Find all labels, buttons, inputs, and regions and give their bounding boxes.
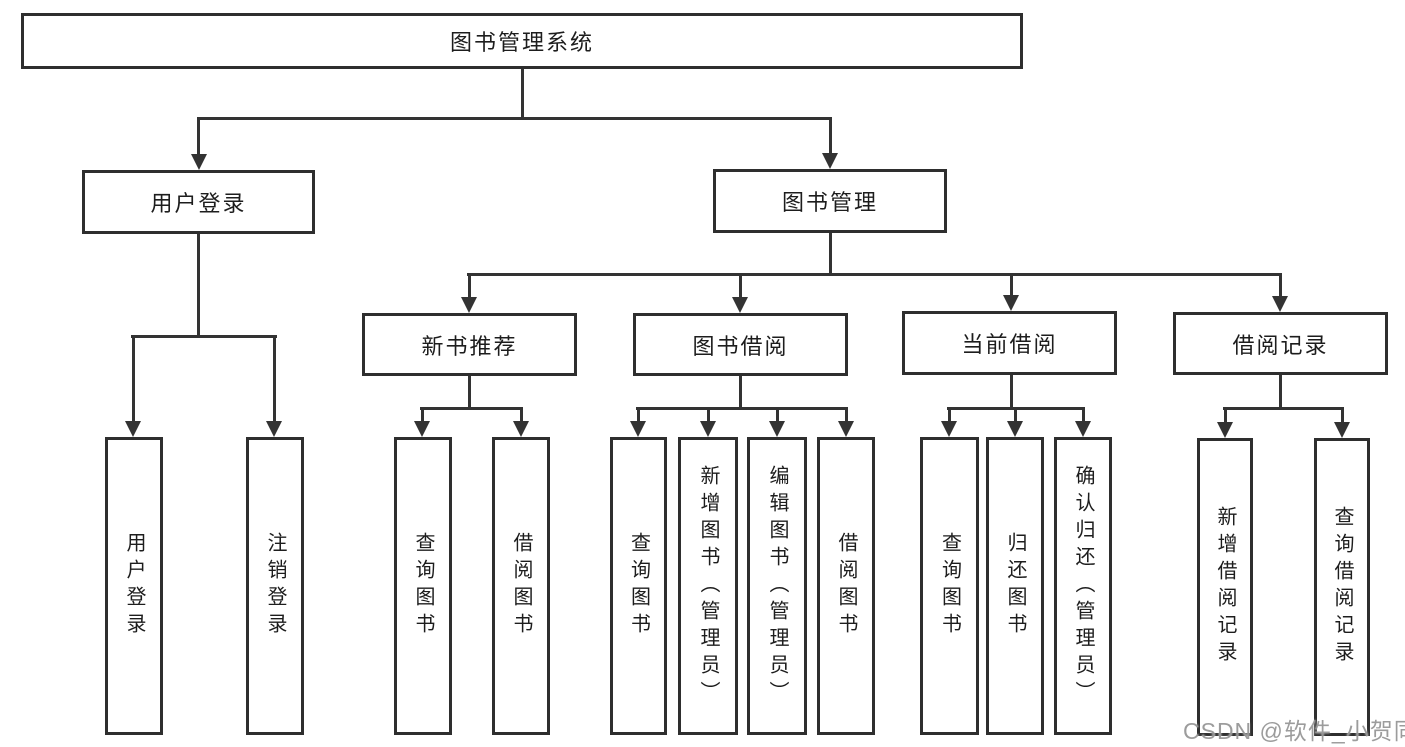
node-current-borrow-label: 当前借阅 (961, 332, 1058, 357)
arrow-head-icon (1003, 295, 1019, 311)
arrow-shaft (829, 117, 832, 153)
arrow-head-icon (191, 154, 207, 170)
arrow-head-icon (822, 153, 838, 169)
arrow-shaft (1341, 407, 1344, 422)
arrow-head-icon (266, 421, 282, 437)
node-book-management-label: 图书管理 (781, 190, 878, 215)
node-current-borrow: 当前借阅 (902, 311, 1117, 375)
leaf-newbooks-query: 查询图书 (394, 437, 452, 735)
leaf-borrow-edit-admin-label: 编辑图书（管理员） (766, 464, 788, 708)
arrow-head-icon (1272, 296, 1288, 312)
leaf-borrow-query-label: 查询图书 (627, 532, 650, 640)
arrow-shaft (1014, 407, 1017, 421)
node-new-book-recommend: 新书推荐 (362, 313, 577, 376)
arrow-head-icon (769, 421, 785, 437)
arrow-head-icon (1075, 421, 1091, 437)
connector-stem-root (521, 69, 524, 118)
connector-stem-borrow (739, 376, 742, 409)
connector-rail-user-login (131, 335, 277, 338)
leaf-borrow-add-admin-label: 新增图书（管理员） (697, 464, 719, 708)
arrow-head-icon (1007, 421, 1023, 437)
arrow-shaft (273, 335, 276, 421)
arrow-shaft (707, 407, 710, 421)
leaf-logout: 注销登录 (246, 437, 304, 735)
node-borrow-records: 借阅记录 (1173, 312, 1388, 375)
leaf-records-query: 查询借阅记录 (1314, 438, 1370, 736)
arrow-shaft (197, 117, 200, 154)
leaf-current-return-label: 归还图书 (1004, 532, 1026, 640)
arrow-shaft (421, 407, 424, 421)
node-borrow-records-label: 借阅记录 (1232, 332, 1329, 358)
leaf-user-login-label: 用户登录 (123, 532, 145, 640)
arrow-shaft (948, 407, 951, 421)
arrow-head-icon (732, 297, 748, 313)
arrow-shaft (739, 273, 742, 297)
leaf-borrow-add-admin: 新增图书（管理员） (678, 437, 738, 735)
connector-rail-book-mgmt (467, 273, 1282, 276)
connector-stem-new-books (468, 376, 471, 409)
leaf-current-confirm-admin-label: 确认归还（管理员） (1072, 464, 1094, 708)
node-user-login: 用户登录 (82, 170, 315, 234)
arrow-head-icon (1334, 422, 1350, 438)
leaf-records-add: 新增借阅记录 (1197, 438, 1253, 736)
arrow-shaft (637, 407, 640, 421)
connector-rail-records (1223, 407, 1344, 410)
node-root: 图书管理系统 (21, 13, 1023, 69)
leaf-borrow-borrow: 借阅图书 (817, 437, 875, 735)
arrow-shaft (520, 407, 523, 421)
arrow-head-icon (630, 421, 646, 437)
node-book-management: 图书管理 (713, 169, 947, 233)
leaf-records-query-label: 查询借阅记录 (1331, 506, 1353, 668)
arrow-head-icon (414, 421, 430, 437)
connector-stem-user-login (197, 234, 200, 338)
node-root-label: 图书管理系统 (449, 30, 594, 55)
arrow-head-icon (461, 297, 477, 313)
arrow-shaft (132, 335, 135, 421)
connector-stem-current (1010, 375, 1013, 409)
arrow-shaft (845, 407, 848, 421)
node-new-book-recommend-label: 新书推荐 (421, 333, 518, 359)
arrow-head-icon (700, 421, 716, 437)
leaf-current-confirm-admin: 确认归还（管理员） (1054, 437, 1112, 735)
arrow-head-icon (513, 421, 529, 437)
leaf-borrow-edit-admin: 编辑图书（管理员） (747, 437, 807, 735)
arrow-shaft (1082, 407, 1085, 421)
node-user-login-label: 用户登录 (150, 191, 247, 216)
leaf-records-add-label: 新增借阅记录 (1214, 506, 1236, 668)
leaf-current-return: 归还图书 (986, 437, 1044, 735)
arrow-head-icon (1217, 422, 1233, 438)
csdn-watermark: CSDN @软件_小贺同学 (1183, 718, 1405, 744)
connector-rail-root (197, 117, 832, 120)
leaf-user-login: 用户登录 (105, 437, 163, 735)
leaf-logout-label: 注销登录 (264, 532, 286, 640)
connector-rail-new-books (420, 407, 523, 410)
leaf-newbooks-query-label: 查询图书 (412, 532, 434, 640)
node-book-borrow: 图书借阅 (633, 313, 848, 376)
connector-stem-records (1279, 375, 1282, 409)
leaf-newbooks-borrow-label: 借阅图书 (510, 532, 532, 640)
leaf-current-query: 查询图书 (920, 437, 979, 735)
leaf-borrow-query: 查询图书 (610, 437, 667, 735)
arrow-shaft (468, 273, 471, 297)
leaf-newbooks-borrow: 借阅图书 (492, 437, 550, 735)
arrow-shaft (1224, 407, 1227, 422)
arrow-head-icon (125, 421, 141, 437)
connector-rail-borrow (636, 407, 848, 410)
node-book-borrow-label: 图书借阅 (692, 333, 789, 359)
arrow-shaft (1010, 273, 1013, 295)
leaf-current-query-label: 查询图书 (938, 532, 961, 640)
arrow-shaft (1279, 273, 1282, 296)
arrow-head-icon (838, 421, 854, 437)
arrow-head-icon (941, 421, 957, 437)
leaf-borrow-borrow-label: 借阅图书 (835, 532, 857, 640)
connector-stem-book-mgmt (829, 233, 832, 275)
arrow-shaft (776, 407, 779, 421)
